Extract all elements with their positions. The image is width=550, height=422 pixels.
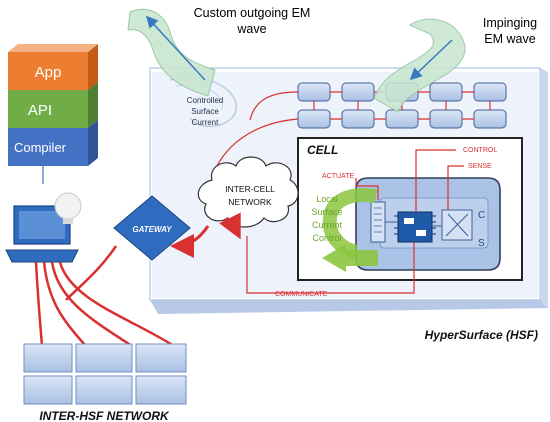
impinging-em-wave	[373, 18, 466, 113]
inter-hsf-grid	[23, 343, 187, 405]
impinging-wave-label-line2: EM wave	[484, 32, 535, 46]
local-control-label-line1: Local	[316, 194, 338, 204]
port-c-label: C	[478, 210, 485, 221]
local-control-label-line4: Control	[312, 233, 341, 243]
inter-hsf-links	[34, 245, 175, 348]
cell-title: CELL	[307, 143, 338, 157]
outgoing-wave-label-line2: wave	[236, 22, 266, 36]
app-label: App	[35, 64, 62, 81]
inter-cell-network-cloud	[197, 156, 299, 228]
sense-label: SENSE	[468, 163, 492, 170]
outgoing-em-wave	[127, 8, 216, 97]
impinging-wave-label-line1: Impinging	[483, 16, 537, 30]
inter-hsf-label: INTER-HSF NETWORK	[39, 409, 170, 422]
inter-cell-label-line2: NETWORK	[228, 197, 272, 207]
hypersurface-label: HyperSurface (HSF)	[425, 328, 538, 342]
controlled-current-label-line1: Controlled	[187, 96, 223, 105]
actuate-label: ACTUATE	[322, 173, 354, 180]
api-label: API	[28, 102, 52, 119]
controlled-current-label-line3: Current	[192, 118, 219, 127]
inter-cell-label-line1: INTER-CELL	[225, 184, 275, 194]
local-control-label-line2: Surface	[311, 207, 342, 217]
cell-link-arrow	[219, 212, 241, 240]
laptop-icon	[5, 205, 79, 263]
compiler-label: Compiler	[14, 140, 67, 155]
controlled-current-label-line2: Surface	[191, 107, 219, 116]
local-control-label-line3: Current	[312, 220, 343, 230]
communicate-label: COMMUNICATE	[275, 291, 328, 298]
lightbulb-icon	[54, 192, 82, 224]
cell-control-lines	[246, 149, 464, 294]
gateway-label: GATEWAY	[132, 225, 172, 234]
port-s-label: S	[478, 238, 485, 249]
outgoing-wave-label-line1: Custom outgoing EM	[194, 6, 311, 20]
software-stack	[8, 44, 98, 166]
control-label: CONTROL	[463, 147, 497, 154]
cell-box	[297, 137, 523, 281]
gateway-link-arrow	[170, 225, 210, 258]
